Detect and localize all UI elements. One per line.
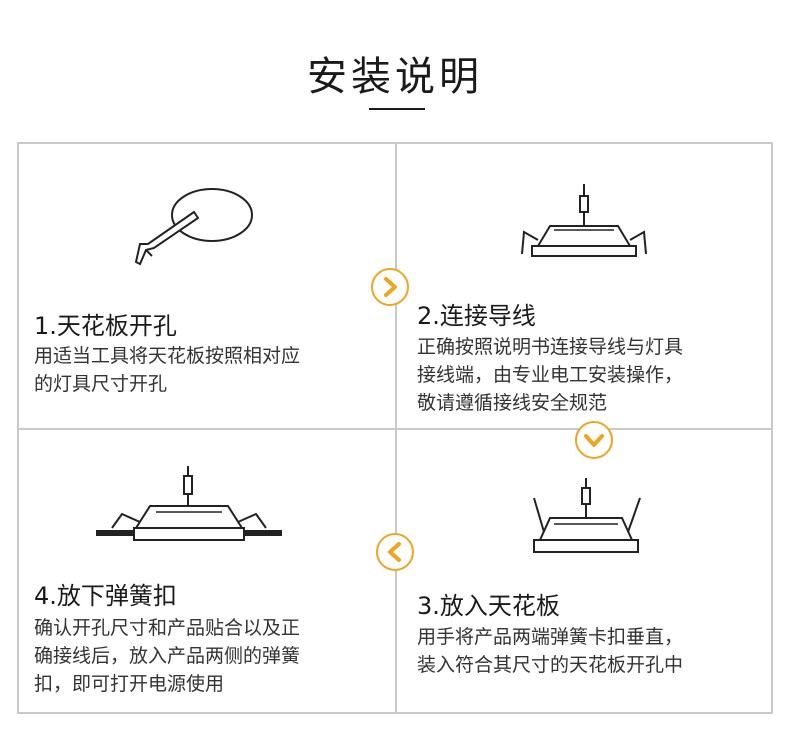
step-1-desc: 用适当工具将天花板按照相对应 的灯具尺寸开孔 [34, 342, 394, 398]
wiring-illustration [521, 184, 647, 257]
chevron-left-icon [376, 533, 414, 571]
step-3-desc: 用手将产品两端弹簧卡扣垂直， 装入符合其尺寸的天花板开孔中 [417, 623, 777, 679]
page-title: 安装说明 [307, 54, 483, 100]
chevron-down-icon [575, 421, 613, 459]
step-4-desc-line: 确认开孔尺寸和产品贴合以及正 [34, 617, 301, 639]
step-1-title: 1.天花板开孔 [34, 312, 177, 340]
step-3-desc-line: 装入符合其尺寸的天花板开孔中 [417, 654, 684, 676]
insert-ceiling-illustration [533, 478, 641, 553]
step-3-desc-line: 用手将产品两端弹簧卡扣垂直， [417, 626, 684, 648]
ceiling-cut-illustration [134, 188, 253, 266]
step-4-title: 4.放下弹簧扣 [34, 582, 177, 610]
step-4-desc-line: 扣，即可打开电源使用 [34, 673, 225, 695]
step-1-desc-line: 的灯具尺寸开孔 [34, 373, 168, 395]
step-2-desc-line: 正确按照说明书连接导线与灯具 [417, 336, 684, 358]
step-2-title: 2.连接导线 [417, 302, 536, 330]
step-2-desc: 正确按照说明书连接导线与灯具 接线端，由专业电工安装操作， 敬请遵循接线安全规范 [417, 333, 777, 417]
step-2-desc-line: 敬请遵循接线安全规范 [417, 392, 608, 414]
step-4-desc: 确认开孔尺寸和产品贴合以及正 确接线后，放入产品两侧的弹簧 扣，即可打开电源使用 [34, 614, 394, 698]
step-1-desc-line: 用适当工具将天花板按照相对应 [34, 345, 301, 367]
chevron-right-icon [371, 268, 409, 306]
grid-divider-horizontal [17, 428, 773, 430]
spring-clip-down-illustration [96, 466, 282, 541]
step-2-desc-line: 接线端，由专业电工安装操作， [417, 364, 684, 386]
step-3-title: 3.放入天花板 [417, 592, 560, 620]
step-4-desc-line: 确接线后，放入产品两侧的弹簧 [34, 645, 301, 667]
title-underline [369, 108, 425, 110]
